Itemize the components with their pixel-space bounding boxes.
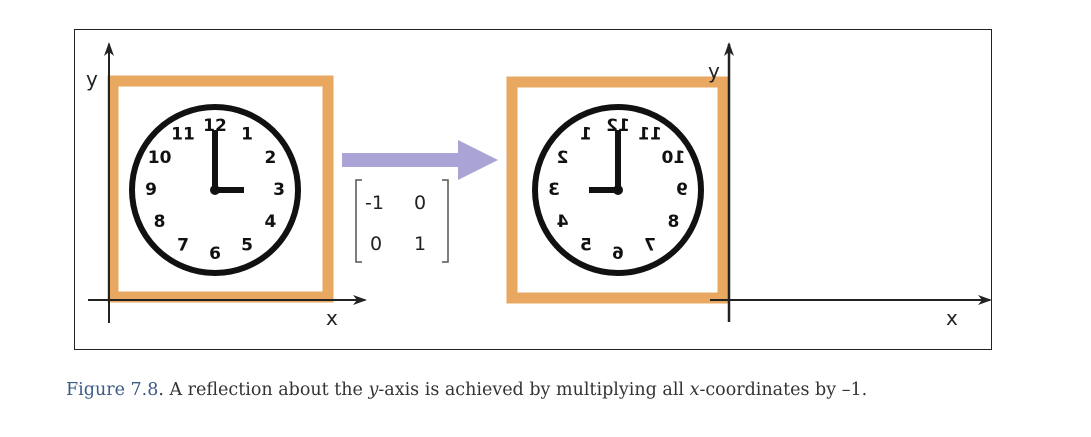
clock-number-11: 11 [638,125,662,145]
left-orange-square [107,75,334,303]
right-orange-square [506,76,729,304]
clock-number-1: 1 [580,125,592,145]
clock-number-4: 4 [264,212,276,232]
matrix-r1c1: -1 [365,192,384,214]
clock-number-9: 9 [676,180,688,200]
caption-text-2: -axis is achieved by multiplying all [378,380,690,400]
matrix-r2c2: 1 [414,233,426,255]
clock-number-4: 4 [557,212,569,232]
right-x-label: x [946,306,958,330]
clock-number-11: 11 [171,125,195,145]
clock-number-12: 12 [606,116,630,136]
clock-number-9: 9 [145,180,157,200]
left-clock-center [210,185,220,195]
figure-caption: Figure 7.8. A reflection about the y-axi… [66,380,867,400]
matrix-right-bracket [442,179,449,263]
caption-italic-x: x [689,380,700,400]
right-y-label: y [708,59,720,83]
left-y-label: y [86,67,98,91]
matrix-r1c2: 0 [414,192,426,214]
figure-label-link[interactable]: Figure 7.8 [66,380,159,400]
clock-number-3: 3 [273,180,285,200]
caption-text-1: . A reflection about the [158,380,369,400]
clock-number-1: 1 [241,125,253,145]
caption-text-3: -coordinates by –1. [699,380,868,400]
clock-number-8: 8 [667,212,679,232]
clock-number-2: 2 [557,148,569,168]
clock-number-5: 5 [241,235,253,255]
clock-number-10: 10 [148,148,172,168]
matrix-left-bracket [355,179,362,263]
clock-number-10: 10 [661,148,685,168]
clock-number-7: 7 [644,235,656,255]
clock-number-6: 6 [612,244,624,264]
clock-number-6: 6 [209,244,221,264]
clock-number-3: 3 [548,180,560,200]
clock-number-5: 5 [580,235,592,255]
caption-italic-y: y [368,380,379,400]
reflection-matrix: -1 0 0 1 [355,179,449,263]
clock-number-8: 8 [154,212,166,232]
clock-number-7: 7 [177,235,189,255]
clock-number-2: 2 [264,148,276,168]
left-x-label: x [326,306,338,330]
clock-number-12: 12 [203,116,227,136]
matrix-r2c1: 0 [370,233,382,255]
right-clock-center [613,185,623,195]
transform-arrow [342,140,498,180]
